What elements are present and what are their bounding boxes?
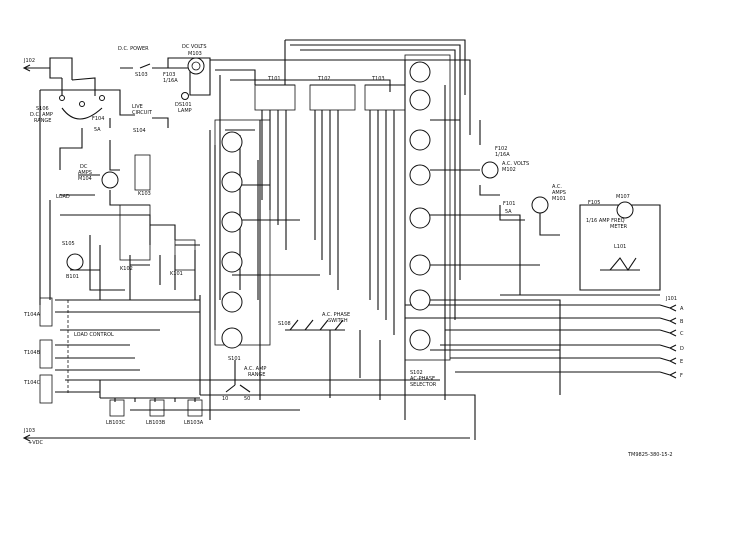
label-load: LOAD xyxy=(56,194,70,200)
label-dc-amps: DC xyxy=(80,164,88,170)
label-f102-rating: 1/16A xyxy=(495,152,510,158)
transformer-t101 xyxy=(254,84,296,111)
j101-pin-e: E xyxy=(680,359,683,365)
transformer-t104c xyxy=(39,374,53,404)
label-t103: T103 xyxy=(371,76,385,82)
label-ac-phase-selector: AC-PHASE xyxy=(410,376,435,382)
label-range-50: 50 xyxy=(244,396,250,402)
label-t104b: T104B xyxy=(23,350,41,356)
dc-volts-meter xyxy=(187,57,205,75)
load-lb103a xyxy=(187,399,203,417)
label-s108: S108 xyxy=(278,321,291,327)
label-t104c: T104C xyxy=(23,380,41,386)
label-t101: T101 xyxy=(267,76,281,82)
transformer-t104b xyxy=(39,339,53,369)
label-range-10: 10 xyxy=(222,396,228,402)
label-s105: S105 xyxy=(62,241,75,247)
label-ac-phase-selector-2: SELECTOR xyxy=(410,382,437,388)
j101-pin-f: F xyxy=(680,373,683,379)
label-dc-amps-2: AMPS xyxy=(78,170,92,176)
label-m102: M102 xyxy=(502,167,516,173)
relay-k101 xyxy=(174,239,196,271)
motor-b101 xyxy=(66,253,84,271)
label-s102: S102 xyxy=(410,370,423,376)
label-b101: B101 xyxy=(66,274,79,280)
label-lb103b: LB103B xyxy=(146,420,166,426)
transformer-t103 xyxy=(364,84,406,111)
label-ds101: DS101 xyxy=(175,102,192,108)
label-dc-volts: DC VOLTS xyxy=(182,44,207,50)
label-k102: K102 xyxy=(120,266,133,272)
label-k103: K103 xyxy=(138,191,151,197)
components xyxy=(39,54,677,417)
load-lb103c xyxy=(109,399,125,417)
label-ac-amps-2: AMPS xyxy=(552,190,566,196)
document-number: TM9825-380-15-2 xyxy=(627,452,673,458)
label-s104: S104 xyxy=(133,128,146,134)
label-lb103a: LB103A xyxy=(184,420,204,426)
label-j103: J103 xyxy=(23,428,35,434)
label-dc-amp-range: D.C. AMP xyxy=(30,112,53,118)
load-lb103b xyxy=(149,399,165,417)
dc-amps-meter xyxy=(101,171,119,189)
label-m104: M104 xyxy=(78,176,92,182)
label-m107: M107 xyxy=(616,194,630,200)
transformer-t104a xyxy=(39,297,53,327)
label-f102: F102 xyxy=(495,146,507,152)
label-freq-meter: 1/16 AMP FREQ xyxy=(586,218,625,224)
label-f103-rating: 1/16A xyxy=(163,78,178,84)
j101-pin-c: C xyxy=(680,331,684,337)
label-ac-phase-switch: A.C. PHASE xyxy=(322,312,350,318)
transformer-t102 xyxy=(309,84,356,111)
label-lb103c: LB103C xyxy=(106,420,126,426)
label-f101: F101 xyxy=(503,201,515,207)
ac-volts-meter xyxy=(481,161,499,179)
relay-k102 xyxy=(119,204,151,261)
label-live-circuit: LIVE xyxy=(132,104,143,110)
wiring xyxy=(22,39,671,442)
label-f104: F104 xyxy=(92,116,104,122)
relay-bank-left xyxy=(214,119,271,346)
label-t102: T102 xyxy=(317,76,331,82)
label-ds101-note: LAMP xyxy=(178,108,192,114)
lamp-ds101 xyxy=(181,92,189,100)
label-s106: S106 xyxy=(36,106,49,112)
label-s101: S101 xyxy=(228,356,241,362)
label-t104a: T104A xyxy=(23,312,41,318)
label-m103: M103 xyxy=(188,51,202,57)
j101-pin-a: A xyxy=(680,306,684,312)
label-f105: F105 xyxy=(588,200,600,206)
label-k101: K101 xyxy=(170,271,183,277)
j101-pin-d: D xyxy=(680,346,684,352)
label-s103: S103 xyxy=(135,72,148,78)
label-ac-amps: A.C. xyxy=(552,184,562,190)
label-dc-power: D.C. POWER xyxy=(118,46,149,52)
label-ac-phase-switch-2: SWITCH xyxy=(328,318,348,324)
label-m101: M101 xyxy=(552,196,566,202)
frequency-meter xyxy=(616,201,634,219)
label-live-circuit-2: CIRCUIT xyxy=(132,110,153,116)
label-f104-rating: 5A xyxy=(94,127,101,133)
label-ac-amp-range-2: RANGE xyxy=(248,372,265,378)
labels: J102 D.C. POWER S103 DC VOLTS M103 F103 … xyxy=(23,44,684,458)
label-dc-amp-range-2: RANGE xyxy=(34,118,51,124)
label-j101: J101 xyxy=(665,296,677,302)
relay-bank-right xyxy=(404,54,451,361)
j101-pin-b: B xyxy=(680,319,684,325)
label-f101-rating: 5A xyxy=(505,209,512,215)
label-load-control: LOAD CONTROL xyxy=(74,332,114,338)
relay-k103 xyxy=(134,154,151,191)
label-j102: J102 xyxy=(23,58,35,64)
label-f103: F103 xyxy=(163,72,175,78)
label-l101: L101 xyxy=(614,244,626,250)
label-vdc: +VDC xyxy=(28,440,43,446)
label-freq-meter-2: METER xyxy=(610,224,628,230)
label-ac-amp-range: A.C. AMP xyxy=(244,366,266,372)
label-ac-volts: A.C. VOLTS xyxy=(502,161,529,167)
ac-amps-meter xyxy=(531,196,549,214)
